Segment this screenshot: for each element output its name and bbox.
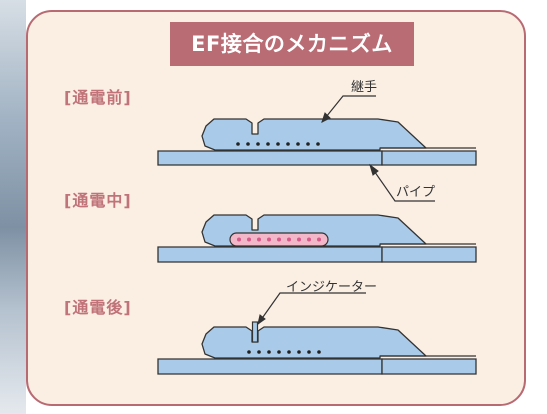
pipe-leader <box>369 164 435 202</box>
callout-fitting-label: 継手 <box>351 80 378 95</box>
callout-indicator-label: インジケーター <box>286 280 378 295</box>
pipe-right-after <box>381 358 477 375</box>
joint-before <box>157 95 477 202</box>
pipe-right-before <box>381 150 477 166</box>
stage-label-before: [通電前] <box>64 88 132 107</box>
indicator-pin <box>251 321 259 343</box>
fitting-before <box>201 118 427 151</box>
joint-after <box>157 292 477 375</box>
pipe-after <box>157 358 383 375</box>
background-photo-strip <box>0 0 26 414</box>
fitting-leader <box>321 95 376 123</box>
callout-pipe-label: パイプ <box>396 185 436 200</box>
stage-label-during: [通電中] <box>64 191 132 210</box>
joint-during <box>157 214 477 263</box>
heating-wire-dots-during <box>237 237 321 242</box>
heating-wire-dots-after <box>247 350 321 354</box>
heating-wire-dots-before <box>236 142 320 146</box>
fitting-after <box>201 326 427 359</box>
indicator-leader <box>257 292 366 325</box>
stage-label-after: [通電後] <box>64 298 132 317</box>
panel-title: EF接合のメカニズム <box>170 22 414 66</box>
pipe-right-during <box>381 246 477 263</box>
pipe-during <box>157 246 383 263</box>
pipe-before <box>157 150 383 166</box>
